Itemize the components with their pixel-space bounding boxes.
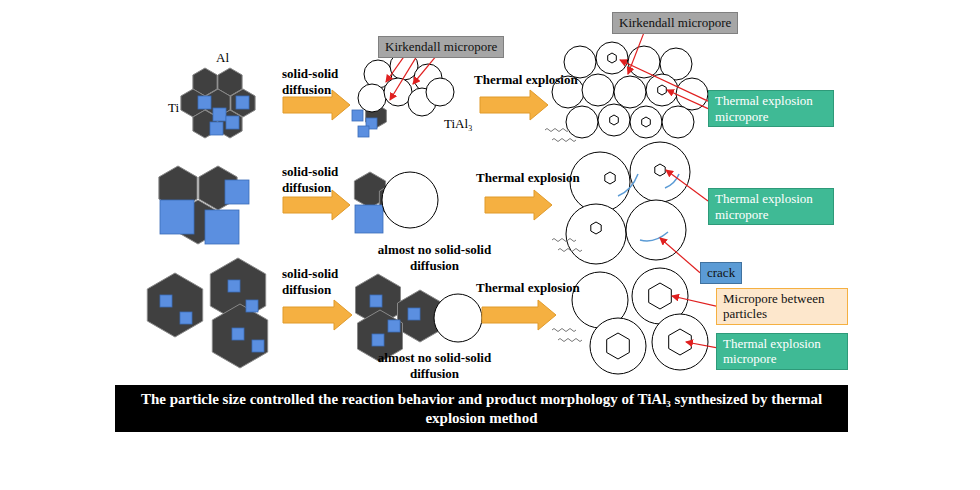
callout-box: Thermal explosion micropore xyxy=(708,90,834,127)
tial3-particle xyxy=(614,76,646,108)
tial3-particle xyxy=(566,204,626,264)
tial3-particle xyxy=(426,78,454,106)
step-label: Thermal explosion xyxy=(476,280,580,296)
ti-particle xyxy=(252,340,264,352)
leader-line xyxy=(672,296,716,306)
step-label: solid-solid diffusion xyxy=(282,66,354,97)
process-arrow xyxy=(482,300,556,330)
leader-line xyxy=(686,342,716,348)
ti-particle xyxy=(236,96,249,109)
leader-line xyxy=(413,58,435,84)
ti-particle xyxy=(226,116,239,129)
ti-particle xyxy=(358,126,369,137)
heat-wave xyxy=(552,139,576,142)
tial3-particle xyxy=(630,142,690,202)
tial3-particle xyxy=(382,172,438,228)
leader-line xyxy=(390,58,416,100)
callout-box: crack xyxy=(700,262,742,284)
tial3-particle xyxy=(434,294,482,342)
heat-wave xyxy=(552,239,576,242)
ti-particle xyxy=(388,320,400,332)
ti-particle xyxy=(370,295,382,307)
leader-line xyxy=(660,238,700,273)
micropore-hexagon xyxy=(658,85,667,95)
tial3-particle xyxy=(630,106,662,138)
ti-particle xyxy=(160,200,194,234)
ti-particle xyxy=(225,180,249,204)
step-label: solid-solid diffusion xyxy=(282,266,354,297)
tial3-particle xyxy=(566,106,598,138)
ti-particle xyxy=(213,108,226,121)
caption-banner: The particle size controlled the reactio… xyxy=(115,385,848,432)
leader-line xyxy=(667,90,708,109)
ti-particle xyxy=(372,334,384,346)
callout-box: Kirkendall micropore xyxy=(612,12,738,34)
ti-particle xyxy=(355,205,383,233)
step-label: Thermal explosion xyxy=(474,72,578,88)
tial3-particle xyxy=(646,74,678,106)
ti-particle xyxy=(228,280,240,292)
callout-box: Micropore between particles xyxy=(716,288,848,325)
leader-line xyxy=(620,60,708,101)
ti-particle xyxy=(232,328,244,340)
callout-box: Thermal explosion micropore xyxy=(716,333,848,370)
al-grain xyxy=(147,273,202,337)
crack-line xyxy=(640,232,668,241)
callout-text: Micropore between particles xyxy=(723,291,841,322)
material-label: Ti xyxy=(168,100,179,116)
callout-text: Kirkendall micropore xyxy=(385,39,497,55)
ti-particle xyxy=(180,312,192,324)
ti-particle xyxy=(408,308,420,320)
tial3-particle xyxy=(590,318,646,374)
micropore-hexagon xyxy=(591,222,601,234)
micropore-hexagon xyxy=(655,164,665,176)
material-label: Al xyxy=(216,50,229,66)
leader-line xyxy=(386,58,403,82)
process-arrow xyxy=(480,90,548,120)
heat-wave xyxy=(545,129,569,132)
tial3-particle xyxy=(662,106,694,138)
tial3-particle xyxy=(598,104,630,136)
step-label: solid-solid diffusion xyxy=(282,164,354,195)
step-label: Thermal explosion xyxy=(476,170,580,186)
micropore-hexagon xyxy=(607,333,630,359)
tial3-particle xyxy=(582,74,614,106)
ti-particle xyxy=(246,300,258,312)
crack-line xyxy=(618,174,638,196)
process-arrow xyxy=(485,190,552,220)
callout-text: Thermal explosion micropore xyxy=(715,93,827,124)
crack-line xyxy=(665,174,679,188)
ti-particle xyxy=(160,295,172,307)
callout-box: Kirkendall micropore xyxy=(378,36,504,58)
callout-text: Thermal explosion micropore xyxy=(723,336,841,367)
micropore-hexagon xyxy=(610,115,619,125)
micropore-hexagon xyxy=(608,53,617,63)
micropore-hexagon xyxy=(605,172,615,184)
heat-wave xyxy=(552,329,576,332)
micropore-hexagon xyxy=(649,283,672,309)
tial3-particle xyxy=(358,84,386,112)
caption: The particle size controlled the reactio… xyxy=(135,390,828,428)
callout-text: Kirkendall micropore xyxy=(619,15,731,31)
note-label: almost no solid-solid diffusion xyxy=(362,242,507,273)
tial3-particle xyxy=(652,314,708,370)
ti-particle xyxy=(210,122,223,135)
material-label: TiAl₃ xyxy=(444,116,473,132)
leader-line xyxy=(666,170,708,201)
tial3-particle xyxy=(596,42,628,74)
al-grain xyxy=(212,304,267,368)
tial3-particle xyxy=(626,200,686,260)
note-label: almost no solid-solid diffusion xyxy=(362,350,507,381)
micropore-hexagon xyxy=(642,117,651,127)
callout-text: crack xyxy=(707,265,735,281)
callout-text: Thermal explosion micropore xyxy=(715,191,827,222)
callout-box: Thermal explosion micropore xyxy=(708,188,834,225)
ti-particle xyxy=(352,110,363,121)
ti-particle xyxy=(205,210,239,244)
process-arrow xyxy=(283,300,352,330)
heat-wave xyxy=(558,249,582,252)
ti-particle xyxy=(198,96,211,109)
heat-wave xyxy=(558,339,582,342)
